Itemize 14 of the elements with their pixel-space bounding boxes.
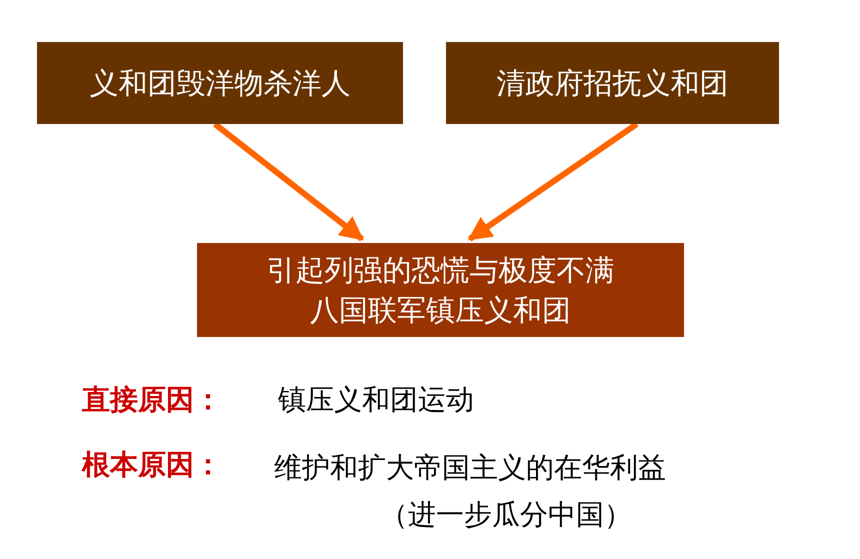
arrow: [213, 122, 364, 242]
arrow: [468, 122, 638, 242]
cause-text: 镇压义和团运动: [278, 382, 474, 418]
box-text: 八国联军镇压义和团: [310, 292, 571, 329]
cause-text: 维护和扩大帝国主义的在华利益: [274, 450, 666, 486]
box-text: 引起列强的恐慌与极度不满: [266, 252, 614, 289]
cause-heading: 根本原因：: [82, 447, 222, 483]
text-box: [446, 42, 779, 124]
box-text: 清政府招抚义和团: [496, 65, 728, 102]
cause-text: （进一步瓜分中国）: [380, 497, 632, 533]
text-box: [197, 243, 684, 337]
cause-heading: 直接原因：: [82, 382, 222, 418]
text-box: [37, 42, 403, 124]
box-text: 义和团毁洋物杀洋人: [90, 65, 350, 102]
